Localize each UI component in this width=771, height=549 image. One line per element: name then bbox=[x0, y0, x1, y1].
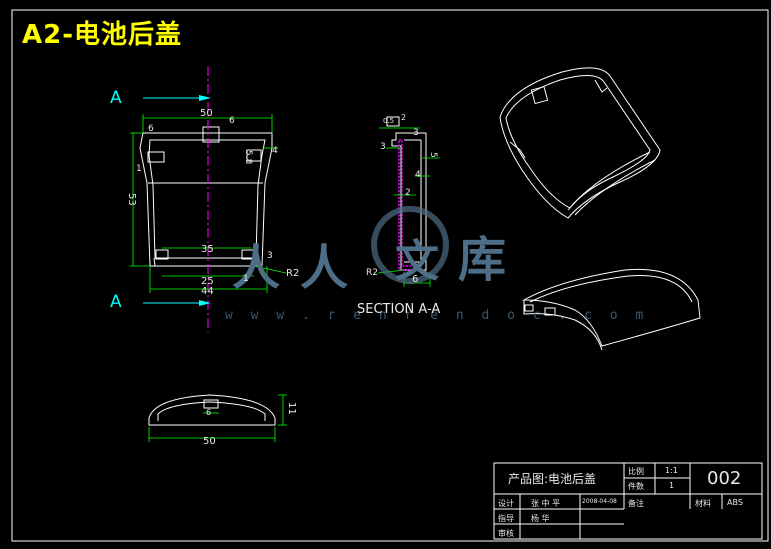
bottom-dim-height: 11 bbox=[286, 402, 297, 415]
tb-drawing-no: 002 bbox=[707, 468, 742, 489]
front-right-clip bbox=[246, 149, 262, 162]
tb-material-value: ABS bbox=[727, 498, 743, 507]
front-left-clip bbox=[147, 151, 165, 163]
tb-design-label: 设计 bbox=[498, 499, 514, 508]
dim-left-a: 1 bbox=[136, 164, 142, 174]
isometric-view-upper bbox=[499, 67, 661, 219]
tb-designer: 张 中 平 bbox=[531, 499, 561, 508]
dim-height: 53 bbox=[126, 193, 137, 206]
view-marker-bottom: A bbox=[110, 292, 122, 312]
section-dim-middle: 2 bbox=[405, 188, 411, 198]
tb-scale-value: 1:1 bbox=[665, 466, 678, 475]
front-top-boss bbox=[202, 126, 220, 143]
dim-radius: R2 bbox=[286, 268, 300, 279]
dim-top-right-step: 6 bbox=[229, 116, 235, 126]
section-dim-right-a: 5 bbox=[428, 152, 438, 158]
front-view-dimensions bbox=[130, 114, 287, 293]
bottom-dim-center: 6 bbox=[206, 408, 212, 417]
bottom-dim-width: 50 bbox=[203, 436, 216, 447]
front-view bbox=[139, 126, 273, 267]
section-dim-left: 3 bbox=[380, 142, 386, 152]
section-hatch bbox=[398, 139, 422, 271]
dim-bottom-inner: 25 bbox=[201, 276, 214, 287]
section-dim-bottom: 6 bbox=[412, 274, 419, 285]
section-dim-right-b: 4 bbox=[415, 170, 421, 180]
isometric-view-lower bbox=[522, 268, 701, 351]
tb-qty-label: 件数 bbox=[628, 482, 644, 491]
dim-top-width: 50 bbox=[200, 108, 213, 119]
front-foot-right bbox=[255, 257, 258, 267]
watermark-ring bbox=[371, 206, 449, 284]
watermark-url: w w w . r e n r e n d o c . c o m bbox=[225, 308, 649, 323]
watermark-char-3: 文 bbox=[395, 236, 439, 287]
section-dim-top-c: 3 bbox=[413, 128, 419, 138]
tb-material-label: 材料 bbox=[695, 499, 711, 508]
view-arrows bbox=[143, 95, 211, 306]
section-top-clip bbox=[386, 116, 400, 127]
dim-bottom-outer: 44 bbox=[201, 286, 214, 297]
tb-date: 2008-04-08 bbox=[582, 498, 617, 505]
dim-right-a: 4 bbox=[272, 146, 278, 156]
dim-top-left-step: 6 bbox=[148, 124, 154, 134]
bottom-boss bbox=[203, 399, 219, 409]
section-label: SECTION A-A bbox=[357, 302, 441, 317]
section-dim-top-a: 2 bbox=[401, 113, 407, 122]
section-view bbox=[386, 116, 427, 271]
bottom-view-dimensions bbox=[148, 394, 287, 442]
dim-bottom-r: 3 bbox=[267, 251, 273, 261]
tb-scale-label: 比例 bbox=[628, 467, 644, 476]
watermark-char-2: 人 bbox=[300, 240, 349, 296]
watermark-char-1: 人 bbox=[232, 240, 281, 296]
front-corner-left bbox=[155, 249, 169, 260]
view-marker-top: A bbox=[110, 88, 122, 108]
section-dim-radius: R2 bbox=[366, 268, 378, 278]
tb-guide-label: 指导 bbox=[498, 514, 514, 523]
section-dim-top-b: 0.5 bbox=[383, 117, 395, 125]
tb-remark-label: 备注 bbox=[628, 499, 644, 508]
sheet-title: A2-电池后盖 bbox=[22, 20, 183, 50]
front-corner-right bbox=[241, 249, 255, 260]
tb-review-label: 审核 bbox=[498, 529, 514, 538]
dim-foot: 1 bbox=[243, 274, 249, 284]
front-foot-left bbox=[153, 257, 156, 267]
bottom-outer-outline bbox=[148, 394, 276, 426]
title-block bbox=[493, 462, 763, 540]
tb-qty-value: 1 bbox=[669, 481, 675, 490]
dim-inner-width: 35 bbox=[201, 244, 214, 255]
watermark-char-4: 库 bbox=[458, 232, 507, 288]
bottom-view bbox=[148, 394, 276, 426]
section-outer-outline bbox=[391, 132, 427, 271]
tb-product-label: 产品图:电池后盖 bbox=[508, 472, 597, 486]
dim-right-b: 5.8 bbox=[243, 150, 253, 165]
front-outer-outline bbox=[139, 132, 273, 267]
sheet-border bbox=[11, 9, 769, 542]
bottom-inner-outline bbox=[157, 401, 266, 421]
tb-guide-name: 杨 华 bbox=[531, 514, 550, 523]
